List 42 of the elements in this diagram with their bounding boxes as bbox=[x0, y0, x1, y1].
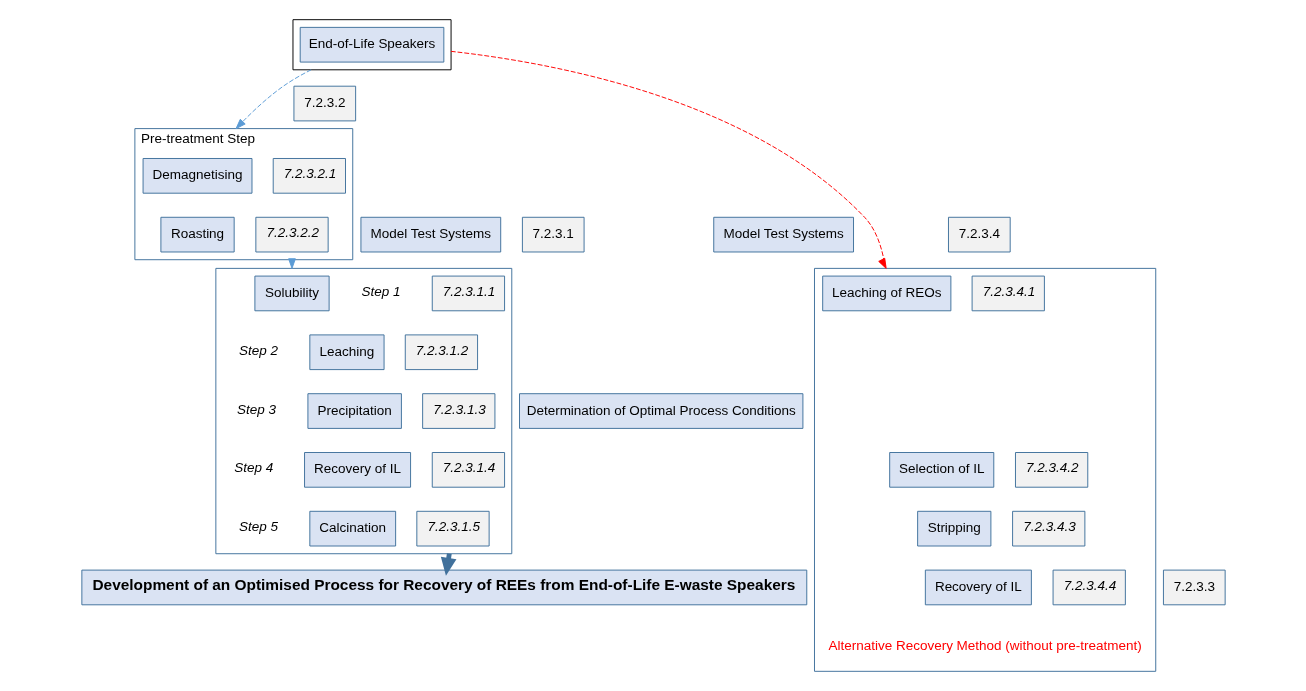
node-box: Determination of Optimal Process Conditions bbox=[518, 393, 803, 429]
node-box: Development of an Optimised Process for Recovery of REEs from End-of-Life E-waste Speakers bbox=[80, 569, 807, 606]
node-box: Solubility bbox=[253, 275, 330, 312]
node-box: 7.2.3.3 bbox=[1162, 569, 1226, 606]
label: Step 5 bbox=[238, 519, 278, 535]
node-box: 7.2.3.1.3 bbox=[421, 393, 495, 429]
label: Alternative Recovery Method (without pre-treatment) bbox=[827, 637, 1142, 653]
node-box: Leaching of REOs bbox=[821, 275, 951, 312]
node-box: 7.2.3.2.1 bbox=[272, 158, 346, 194]
node-box: Recovery of IL bbox=[303, 452, 411, 488]
node-box: 7.2.3.4.4 bbox=[1052, 569, 1126, 606]
label: Step 3 bbox=[236, 401, 276, 417]
label: Step 4 bbox=[233, 460, 273, 476]
node-box: 7.2.3.1.5 bbox=[415, 510, 490, 547]
node-box: 7.2.3.1.2 bbox=[404, 334, 478, 371]
node-box: Model Test Systems bbox=[712, 216, 854, 253]
node-box: Demagnetising bbox=[142, 158, 252, 194]
cluster bbox=[292, 19, 452, 71]
node-box: Selection of IL bbox=[888, 452, 994, 488]
node-box: 7.2.3.4.1 bbox=[971, 275, 1045, 312]
arrow bbox=[235, 69, 312, 130]
node-box: Roasting bbox=[159, 216, 235, 253]
node-box: Calcination bbox=[308, 510, 396, 547]
node-box: 7.2.3.1 bbox=[521, 216, 585, 253]
label: Step 1 bbox=[360, 284, 400, 300]
cluster bbox=[813, 267, 1156, 672]
label: Step 2 bbox=[238, 342, 278, 358]
node-box: Precipitation bbox=[306, 393, 402, 429]
node-box: 7.2.3.2 bbox=[292, 85, 356, 122]
node-box: 7.2.3.4.2 bbox=[1014, 452, 1088, 488]
node-box: 7.2.3.2.2 bbox=[254, 216, 329, 253]
node-box: Model Test Systems bbox=[359, 216, 501, 253]
node-box: End-of-Life Speakers bbox=[299, 26, 444, 63]
node-box: Stripping bbox=[916, 510, 991, 547]
node-box: 7.2.3.1.4 bbox=[431, 452, 505, 488]
node-box: 7.2.3.4.3 bbox=[1011, 510, 1085, 547]
cluster bbox=[214, 267, 512, 555]
node-box: 7.2.3.4 bbox=[947, 216, 1011, 253]
node-box: 7.2.3.1.1 bbox=[431, 275, 505, 312]
node-box: Leaching bbox=[308, 334, 385, 371]
node-box: Recovery of IL bbox=[924, 569, 1032, 606]
arrow bbox=[450, 50, 887, 269]
